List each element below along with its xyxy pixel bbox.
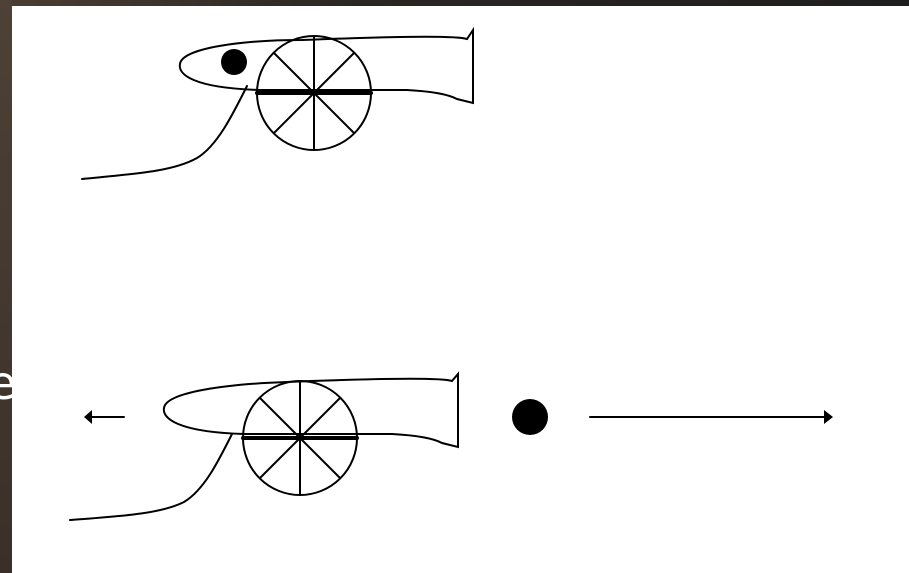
- cannon-wheel: [243, 381, 357, 495]
- cannon-after-firing: [70, 374, 833, 520]
- cut-off-slide-text: e: [0, 360, 16, 406]
- cannon-wheel: [257, 36, 371, 150]
- fuse-rope: [70, 434, 232, 520]
- projectile-arrow: [590, 410, 833, 424]
- cannon-before-firing: [82, 30, 473, 179]
- recoil-arrow: [84, 410, 124, 424]
- slide-left-edge: [0, 0, 12, 573]
- cannonball-loaded: [221, 49, 247, 75]
- diagram-canvas: [12, 6, 909, 573]
- fuse-rope: [82, 86, 247, 179]
- cannonball-fired: [512, 399, 548, 435]
- cannon-recoil-diagram: [12, 6, 909, 573]
